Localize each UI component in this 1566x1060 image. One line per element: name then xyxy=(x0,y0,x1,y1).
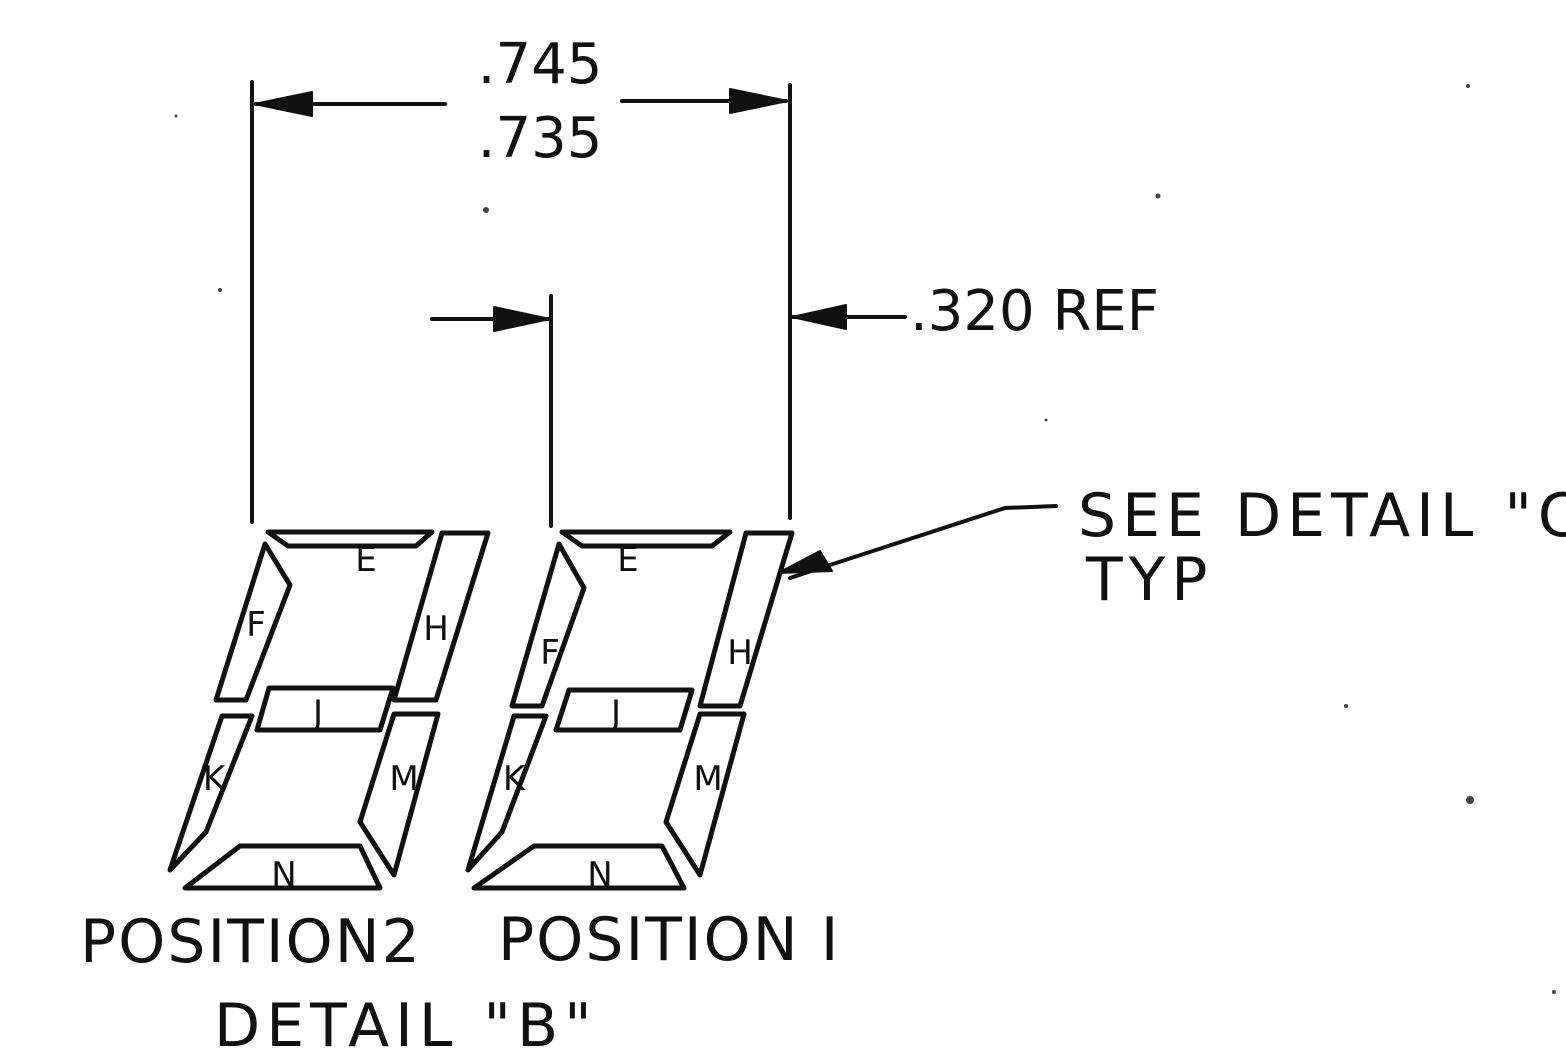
segment-label-h: H xyxy=(727,633,753,673)
segment-k xyxy=(465,713,549,873)
segment-label-m: M xyxy=(693,759,722,799)
speck xyxy=(483,207,489,213)
dimension-overall-width: .745 .735 xyxy=(250,32,792,524)
dimension-lower-limit: .735 xyxy=(478,106,603,171)
arrowhead-right xyxy=(729,88,789,114)
position-1-label: POSITION I xyxy=(498,905,840,975)
arrowhead-reference-right xyxy=(791,304,847,330)
digit-position-1: E H F J K M N xyxy=(465,529,795,895)
callout-line-1: SEE DETAIL "C" xyxy=(1078,481,1566,551)
segment-j xyxy=(553,687,695,733)
segment-h xyxy=(391,530,491,703)
segment-label-k: K xyxy=(503,759,527,799)
segment-label-n: N xyxy=(271,855,296,895)
segment-label-e: E xyxy=(355,540,376,580)
captions: POSITION2 POSITION I DETAIL "B" xyxy=(80,905,840,1060)
segment-k xyxy=(167,713,255,873)
segment-m xyxy=(663,711,747,878)
callout-arrowhead xyxy=(777,550,833,574)
segment-label-j: J xyxy=(609,693,621,733)
callout-see-detail: SEE DETAIL "C" TYP xyxy=(777,481,1566,615)
dimension-upper-limit: .745 xyxy=(478,32,603,97)
callout-leader xyxy=(788,504,1058,580)
arrowhead-reference-left xyxy=(493,306,551,332)
segment-h xyxy=(697,530,795,709)
dimension-reference: .320 REF xyxy=(430,279,1159,528)
position-2-label: POSITION2 xyxy=(80,907,422,977)
segment-label-j: J xyxy=(311,693,323,733)
segment-f xyxy=(213,541,293,703)
callout-line-2: TYP xyxy=(1085,545,1213,615)
digit-position-2: E H F J K M N xyxy=(167,529,491,895)
segment-e xyxy=(265,529,435,549)
segment-m xyxy=(357,711,441,878)
segment-n xyxy=(471,843,687,891)
segment-e xyxy=(559,529,733,549)
dimension-reference-text: .320 REF xyxy=(910,279,1159,344)
segment-label-h: H xyxy=(423,609,449,649)
speck xyxy=(218,288,222,292)
speck xyxy=(1466,84,1470,88)
segment-label-k: K xyxy=(203,759,227,799)
detail-title: DETAIL "B" xyxy=(214,991,598,1060)
segment-label-e: E xyxy=(617,540,638,580)
arrowhead-left xyxy=(253,91,313,117)
speck xyxy=(1044,418,1048,422)
segment-label-m: M xyxy=(389,759,418,799)
segment-label-f: F xyxy=(246,605,266,645)
segment-label-f: F xyxy=(540,633,560,673)
speck xyxy=(1155,193,1161,199)
segment-f xyxy=(509,541,587,709)
segment-label-n: N xyxy=(587,855,612,895)
speck xyxy=(1344,704,1348,708)
segment-j xyxy=(254,685,396,733)
segment-n xyxy=(182,843,383,891)
speck xyxy=(174,114,178,118)
speck xyxy=(1466,796,1474,804)
scan-specks xyxy=(174,84,1556,994)
speck xyxy=(1552,990,1556,994)
